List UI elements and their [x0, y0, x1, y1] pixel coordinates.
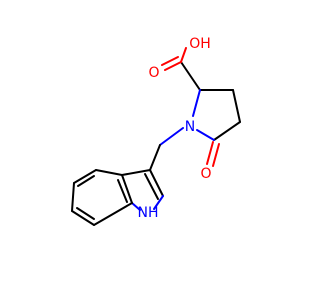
bond-lactam-co-b [212, 143, 220, 167]
molecule-canvas: OH O N O NH [71, 36, 241, 226]
bond-c7-c7a [93, 202, 133, 226]
bond-c4-c5-double [77, 175, 95, 187]
bond-c2-n1 [153, 195, 164, 210]
bond-c-oh [180, 47, 187, 63]
bond-c6-c7-double [76, 207, 95, 220]
atom-label-ring-nitrogen: N [185, 119, 195, 135]
bond-c6-c7 [71, 210, 95, 226]
bond-ring-c4-c5 [213, 121, 241, 141]
atom-label-indole-nh: NH [138, 205, 159, 221]
bond-c3a-c4 [95, 169, 123, 176]
bond-c3a-c7a-double [117, 179, 128, 203]
bond-c3-c2 [149, 169, 164, 197]
bond-c3-c3a [121, 169, 151, 176]
bond-lactam-co-a [206, 141, 214, 165]
bond-n-ch2 [159, 127, 184, 146]
bond-ring-c3-c4 [232, 89, 241, 123]
bond-ch2-indole [149, 144, 161, 171]
atom-label-lactam-oxygen: O [200, 166, 211, 182]
bond-ring-c5-n [196, 129, 215, 141]
molecule-structure: OH O N O NH [71, 36, 241, 226]
bond-c4-c5 [73, 169, 97, 184]
bond-c-eq-o-b [161, 56, 179, 66]
atom-label-hydroxyl: OH [189, 36, 211, 52]
bond-c3a-c7a [121, 174, 133, 204]
bond-c5-c6 [71, 182, 75, 212]
bond-n1-c7a [131, 202, 141, 211]
bond-ring-c2-n [192, 89, 201, 117]
bond-c3-c2-double [144, 173, 159, 200]
atom-label-carbonyl-oxygen: O [148, 65, 159, 81]
bond-c-cooh [180, 61, 201, 91]
bond-c-eq-o-a [164, 61, 182, 71]
